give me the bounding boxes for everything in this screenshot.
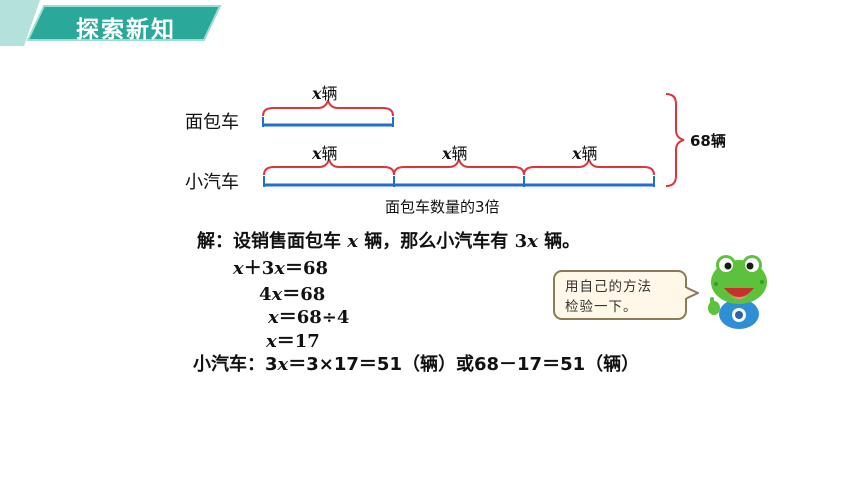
diagram-note: 面包车数量的3倍 (385, 198, 500, 216)
car-label: 小汽车 (185, 172, 239, 193)
bubble-tail (685, 285, 699, 301)
answer-line: 小汽车：3x＝3×17＝51（辆）或68－17＝51（辆） (193, 354, 640, 375)
segment-label: x辆 (312, 84, 338, 103)
equation-3: x＝68÷4 (268, 307, 350, 328)
frog-mascot-icon (708, 255, 767, 329)
segment-label: x辆 (572, 144, 598, 163)
equation-2: 4x＝68 (259, 284, 326, 305)
bubble-line-1: 用自己的方法 (565, 279, 652, 295)
bubble-line-2: 检验一下。 (565, 299, 638, 315)
total-label: 68辆 (690, 132, 726, 150)
equation-4: x＝17 (266, 331, 320, 352)
total-brace (665, 93, 685, 187)
segment-label: x辆 (312, 144, 338, 163)
car-segment (263, 158, 655, 187)
equation-1: x＋3x＝68 (233, 258, 329, 279)
segment-diagram (262, 93, 685, 187)
segment-label: x辆 (442, 144, 468, 163)
page-title: 探索新知 (76, 17, 176, 43)
solution-intro: 解：设销售面包车 x 辆，那么小汽车有 3x 辆。 (197, 231, 581, 252)
bread-van-segment (262, 99, 394, 127)
speech-bubble: 用自己的方法 检验一下。 (553, 270, 687, 320)
bread-van-label: 面包车 (185, 112, 239, 133)
header-banner (0, 0, 222, 46)
